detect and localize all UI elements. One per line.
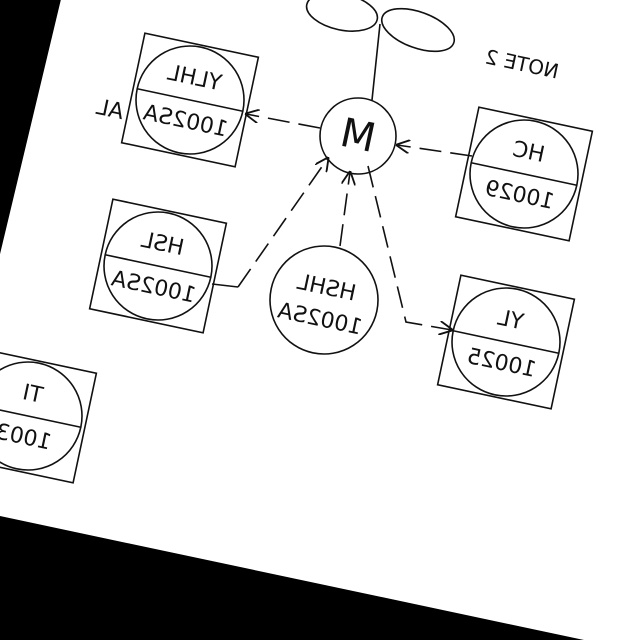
signal-line-yl bbox=[367, 165, 452, 330]
agitator-blade-right bbox=[380, 7, 456, 53]
instrument-yl-tag: YL bbox=[495, 305, 527, 335]
instrument-hshl[interactable]: HSHL 1002SA bbox=[260, 236, 388, 364]
agitator-blade-left bbox=[305, 0, 379, 32]
instrument-ti-tag: TI bbox=[20, 380, 46, 409]
signal-line-hsl bbox=[237, 158, 328, 288]
agitator-shaft bbox=[371, 23, 381, 101]
signal-line-ylhl bbox=[246, 114, 321, 129]
signal-line-hshl bbox=[339, 172, 350, 247]
signal-line-hsl-stub bbox=[211, 283, 239, 288]
signal-line-hc bbox=[397, 145, 473, 157]
alarm-label: AL bbox=[93, 95, 126, 125]
